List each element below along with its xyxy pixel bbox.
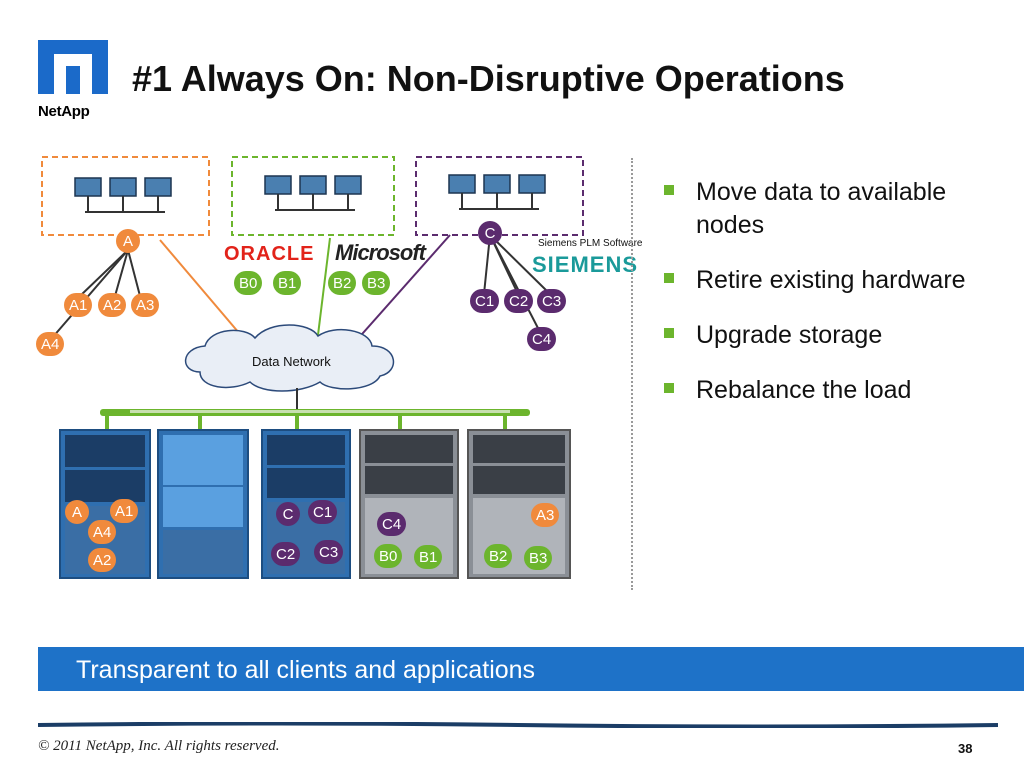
section-divider: [631, 158, 633, 590]
data-network-label: Data Network: [252, 354, 331, 369]
node-a4: A4: [36, 332, 65, 356]
group-b-box: [231, 156, 395, 236]
node-a1: A1: [64, 293, 93, 317]
group-a-box: [41, 156, 210, 236]
bullet-text: Rebalance the load: [696, 376, 912, 404]
bullet-text: Move data to available nodes: [696, 178, 947, 239]
bullet-item: Retire existing hardware: [664, 264, 1004, 297]
rack1-a4: A4: [88, 520, 117, 544]
oracle-logo: ORACLE: [224, 243, 315, 265]
rack3-c1: C1: [308, 500, 338, 524]
node-c1: C1: [470, 289, 500, 313]
summary-banner: [38, 647, 1024, 691]
page-title: #1 Always On: Non-Disruptive Operations: [132, 58, 845, 99]
microsoft-logo: Microsoft: [335, 240, 426, 265]
rack5-b3: B3: [524, 546, 553, 570]
group-c-box: [415, 156, 584, 236]
rack1-a2: A2: [88, 548, 117, 572]
bullet-item: Rebalance the load: [664, 374, 1004, 407]
netapp-logo-mark: [38, 40, 108, 94]
bullet-item: Upgrade storage: [664, 319, 1004, 352]
node-a2: A2: [98, 293, 127, 317]
bullet-item: Move data to available nodes: [664, 176, 1004, 242]
node-a3: A3: [131, 293, 160, 317]
rack3-c3: C3: [314, 540, 344, 564]
netapp-logo-text: NetApp: [38, 103, 90, 120]
node-b0: B0: [234, 271, 263, 295]
rack5-a3: A3: [531, 503, 560, 527]
bullet-marker-icon: [664, 383, 674, 393]
footer-brush-line: [38, 722, 998, 728]
bullet-marker-icon: [664, 185, 674, 195]
bullet-text: Upgrade storage: [696, 321, 883, 349]
rack3-c: C: [276, 502, 300, 526]
page-number: 38: [958, 741, 973, 756]
bullet-marker-icon: [664, 273, 674, 283]
rack1-a: A: [65, 500, 89, 524]
node-b3: B3: [362, 271, 391, 295]
siemens-plm-text: Siemens PLM Software: [538, 238, 643, 249]
node-b2: B2: [328, 271, 357, 295]
node-a: A: [116, 229, 140, 253]
data-network-cloud: [184, 324, 395, 392]
node-c4: C4: [527, 327, 557, 351]
siemens-logo: SIEMENS: [532, 252, 639, 277]
rack3-c2: C2: [271, 542, 301, 566]
rack5-b2: B2: [484, 544, 513, 568]
node-c: C: [478, 221, 502, 245]
bullet-marker-icon: [664, 328, 674, 338]
client-computers: [74, 174, 546, 213]
node-c3: C3: [537, 289, 567, 313]
bullet-list: Move data to available nodes Retire exis…: [664, 176, 1004, 429]
copyright-text: © 2011 NetApp, Inc. All rights reserved.: [38, 738, 280, 754]
rack4-b0: B0: [374, 544, 403, 568]
rack4-c4: C4: [377, 512, 407, 536]
node-c2: C2: [504, 289, 534, 313]
summary-banner-text: Transparent to all clients and applicati…: [76, 656, 536, 684]
node-b1: B1: [273, 271, 302, 295]
rack4-b1: B1: [414, 545, 443, 569]
rack1-a1: A1: [110, 499, 139, 523]
bullet-text: Retire existing hardware: [696, 266, 966, 294]
